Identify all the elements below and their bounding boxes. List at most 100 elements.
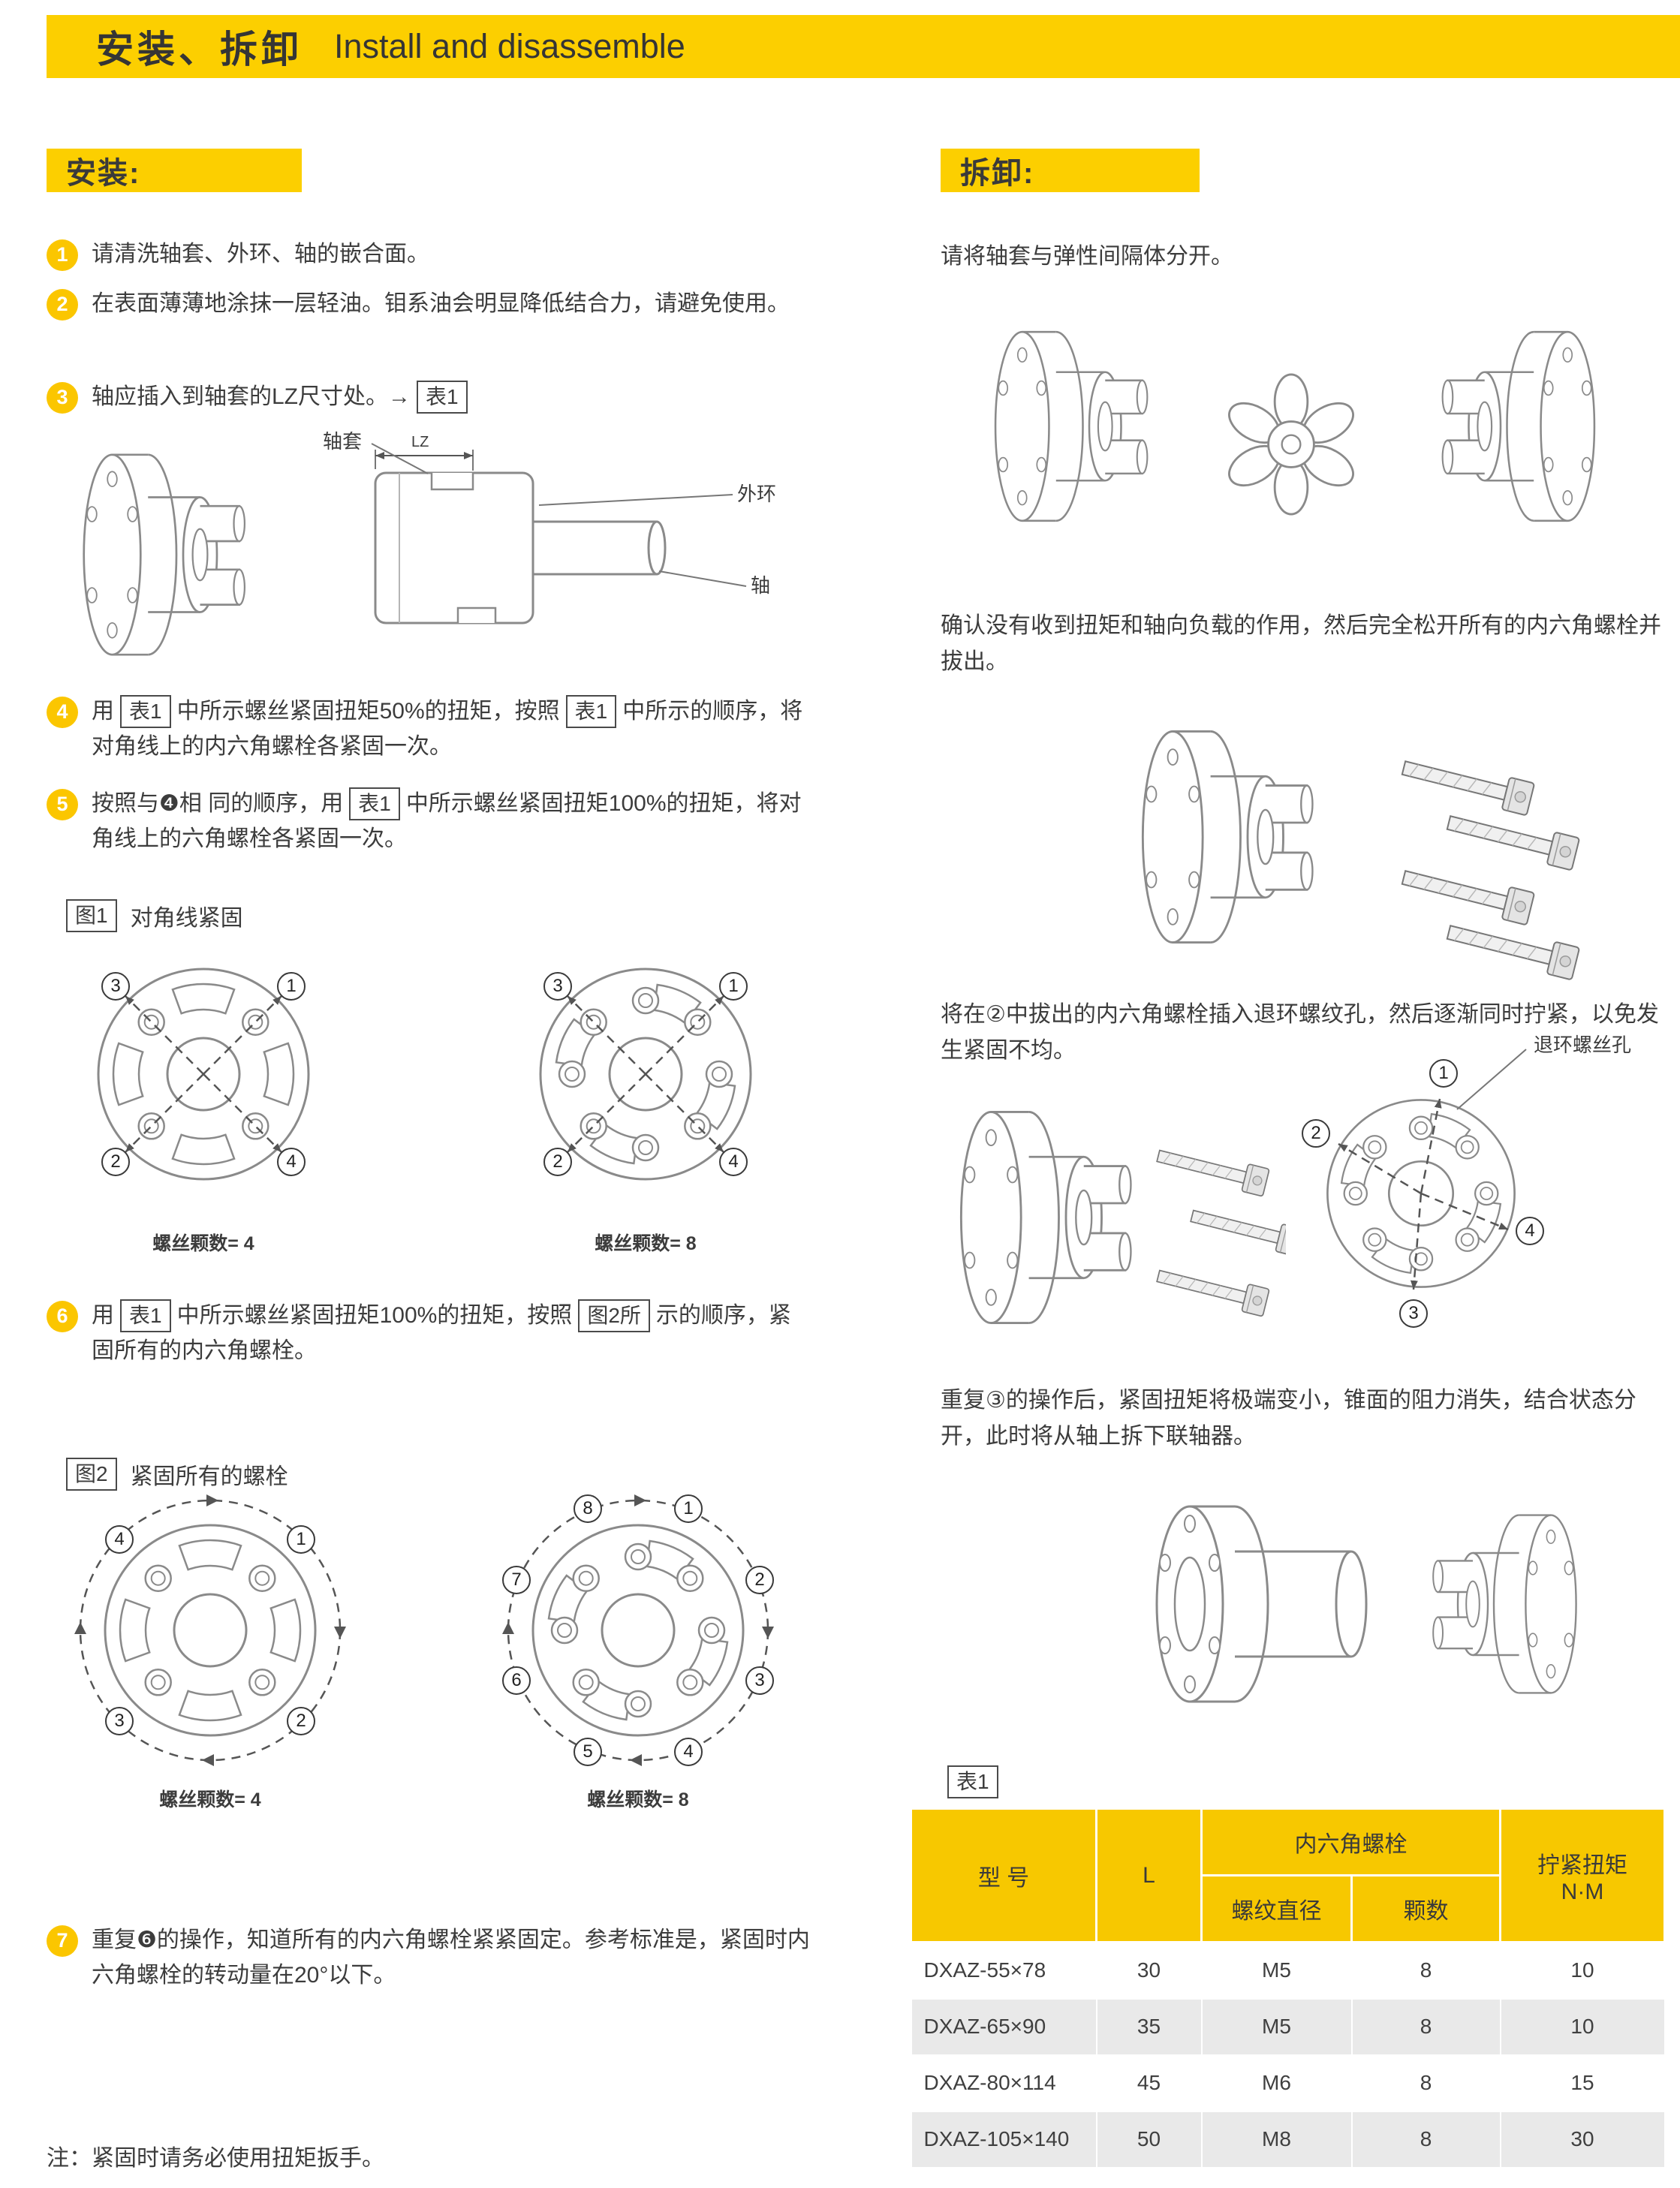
- cell-qty: 8: [1350, 2110, 1501, 2168]
- bolt-callout: 7: [502, 1566, 531, 1594]
- step-text-segment: 中所示螺丝紧固扭矩50%的扭矩，按照: [176, 699, 560, 724]
- table-row: DXAZ-105×140 50 M8 8 30: [910, 2110, 1666, 2168]
- bolt-callout: 1: [287, 1525, 315, 1554]
- table-row: DXAZ-55×78 30 M5 8 10: [910, 1941, 1666, 2000]
- fig1-8bolt-diagram: 3 1 2 4 螺丝颗数= 8: [495, 924, 796, 1262]
- fig1-4bolt-diagram: 3 1 2 4 螺丝颗数= 4: [53, 924, 354, 1262]
- install-step-3: 3 轴应插入到轴套的LZ尺寸处。→表1: [47, 380, 797, 415]
- removal-hole-label: 退环螺丝孔: [1534, 1034, 1632, 1056]
- assembled-coupling-diagram: [1155, 1505, 1577, 1703]
- sleeve-label: 轴套: [323, 430, 362, 453]
- fig2-8bolt-diagram: 1 2 3 4 5 6 7 8 螺丝颗数= 8: [488, 1480, 788, 1818]
- cell-thread: M6: [1200, 2054, 1353, 2112]
- bolt-callout: 3: [101, 972, 130, 1001]
- bolt-callout: 4: [719, 1148, 748, 1176]
- install-step-2: 2 在表面薄薄地涂抹一层轻油。钼系油会明显降低结合力，请避免使用。: [47, 287, 805, 322]
- step-text: 请清洗轴套、外环、轴的嵌合面。: [92, 242, 429, 266]
- disassemble-para-4: 重复③的操作后，紧固扭矩将极端变小，锥面的阻力消失，结合状态分开，此时将从轴上拆…: [941, 1388, 1636, 1449]
- step-text-segment: 中所示的顺序，将对角线上的内六角螺栓各紧固一次。: [92, 699, 803, 759]
- disassemble-para-1: 请将轴套与弹性间隔体分开。: [941, 244, 1233, 269]
- fig2-label-row: 图2 紧固所有的螺栓: [66, 1458, 288, 1491]
- bolt-callout: 1: [277, 972, 306, 1001]
- cell-model: DXAZ-105×140: [910, 2110, 1097, 2168]
- col-header-bolt-group: 内六角螺栓: [1200, 1807, 1501, 1877]
- bolt-callout: 6: [502, 1666, 531, 1695]
- table1-ref: 表1: [120, 1299, 171, 1332]
- cell-torque: 10: [1499, 1997, 1666, 2056]
- fig2-tag: 图2: [66, 1458, 117, 1491]
- shaft-label: 轴: [751, 574, 770, 597]
- cell-thread: M5: [1200, 1941, 1353, 2000]
- bolt-callout: 5: [574, 1738, 602, 1766]
- bolt-callout: 3: [1399, 1299, 1428, 1328]
- bolt-callout: 2: [1302, 1119, 1330, 1148]
- lz-dimension-label: LZ: [411, 434, 429, 450]
- page-title-en: Install and disassemble: [334, 27, 685, 65]
- bolt-callout: 4: [674, 1738, 703, 1766]
- fig2-ref: 图2所: [578, 1299, 650, 1332]
- disassemble-para-3: 将在②中拔出的内六角螺栓插入退环螺纹孔，然后逐渐同时拧紧，以免发生紧固不均。: [941, 1002, 1659, 1063]
- bolt-callout: 3: [745, 1666, 774, 1695]
- fig2-caption-8: 螺丝颗数= 8: [587, 1789, 689, 1810]
- spec-table: 型 号 L 内六角螺栓 拧紧扭矩 N·M 螺纹直径 颗数 DXAZ-55×78 …: [910, 1807, 1666, 2168]
- install-step-1: 1 请清洗轴套、外环、轴的嵌合面。: [47, 237, 797, 272]
- table1-ref: 表1: [565, 695, 617, 728]
- cell-torque: 30: [1499, 2110, 1666, 2168]
- fig1-caption-8: 螺丝颗数= 8: [595, 1233, 697, 1254]
- fig1-caption-4: 螺丝颗数= 4: [152, 1233, 254, 1254]
- cell-model: DXAZ-80×114: [910, 2054, 1097, 2112]
- step-text-segment: 按照与❹相 同的顺序，用: [92, 791, 344, 816]
- table-row: DXAZ-80×114 45 M6 8 15: [910, 2054, 1666, 2112]
- page-title-zh: 安装、拆卸: [96, 29, 303, 71]
- exploded-coupling-diagram: [994, 330, 1596, 522]
- step-text: 轴应插入到轴套的LZ尺寸处。→表1: [92, 380, 797, 415]
- bolt-callout: 3: [543, 972, 572, 1001]
- step-number: 2: [47, 289, 78, 321]
- cell-qty: 8: [1350, 1941, 1501, 2000]
- bolt-callout: 2: [287, 1707, 315, 1735]
- shaft-sleeve-diagram: LZ 轴套 外环 轴: [83, 430, 776, 656]
- bolt-callout: 8: [574, 1494, 602, 1523]
- cell-l: 45: [1095, 2054, 1203, 2112]
- col-header-thread: 螺纹直径: [1200, 1874, 1353, 1943]
- table1-ref: 表1: [120, 695, 171, 728]
- footer-note: 注：紧固时请务必使用扭矩扳手。: [47, 2146, 384, 2171]
- table1-ref: 表1: [349, 787, 400, 820]
- page-header-bar: 安装、拆卸 Install and disassemble: [47, 15, 1680, 78]
- cell-thread: M8: [1200, 2110, 1353, 2168]
- fig1-title: 对角线紧固: [130, 906, 243, 931]
- cell-l: 30: [1095, 1941, 1203, 2000]
- bolt-callout: 1: [1429, 1059, 1458, 1088]
- step-text-segment: 轴应插入到轴套的LZ尺寸处。→: [92, 384, 411, 409]
- step-number: 3: [47, 382, 78, 414]
- bolt-callout: 1: [719, 972, 748, 1001]
- cell-thread: M5: [1200, 1997, 1353, 2056]
- removal-face-graphic: [1271, 1049, 1527, 1290]
- table1-label: 表1: [947, 1765, 998, 1798]
- install-step-7: 7 重复❻的操作，知道所有的内六角螺栓紧紧固定。参考标准是，紧固时内六角螺栓的转…: [47, 1923, 812, 1993]
- fig2-4bolt-graphic: [74, 1494, 346, 1766]
- bolt-callout: 2: [101, 1148, 130, 1176]
- fig2-4bolt-diagram: 4 1 3 2 螺丝颗数= 4: [60, 1480, 360, 1818]
- hub-screws-diagram: [1141, 730, 1581, 981]
- fig1-4bolt-graphic: [53, 924, 354, 1224]
- fig2-caption-4: 螺丝颗数= 4: [159, 1789, 261, 1810]
- step-text-segment: 中所示螺丝紧固扭矩100%的扭矩，将对角线上的六角螺栓各紧固一次。: [92, 791, 802, 851]
- torque-header-line1: 拧紧扭矩: [1537, 1852, 1627, 1878]
- step-text-segment: 示的顺序，紧固所有的内六角螺栓。: [92, 1303, 791, 1363]
- bolt-callout: 3: [105, 1707, 134, 1735]
- fig2-title: 紧固所有的螺栓: [130, 1464, 288, 1489]
- cell-qty: 8: [1350, 1997, 1501, 2056]
- torque-header-line2: N·M: [1561, 1879, 1604, 1904]
- bolt-callout: 2: [745, 1566, 774, 1594]
- cell-l: 35: [1095, 1997, 1203, 2056]
- bolt-callout: 4: [105, 1525, 134, 1554]
- step-number: 1: [47, 239, 78, 271]
- col-header-l: L: [1095, 1807, 1203, 1943]
- bolt-callout: 4: [1516, 1217, 1544, 1245]
- step-number: 7: [47, 1925, 78, 1957]
